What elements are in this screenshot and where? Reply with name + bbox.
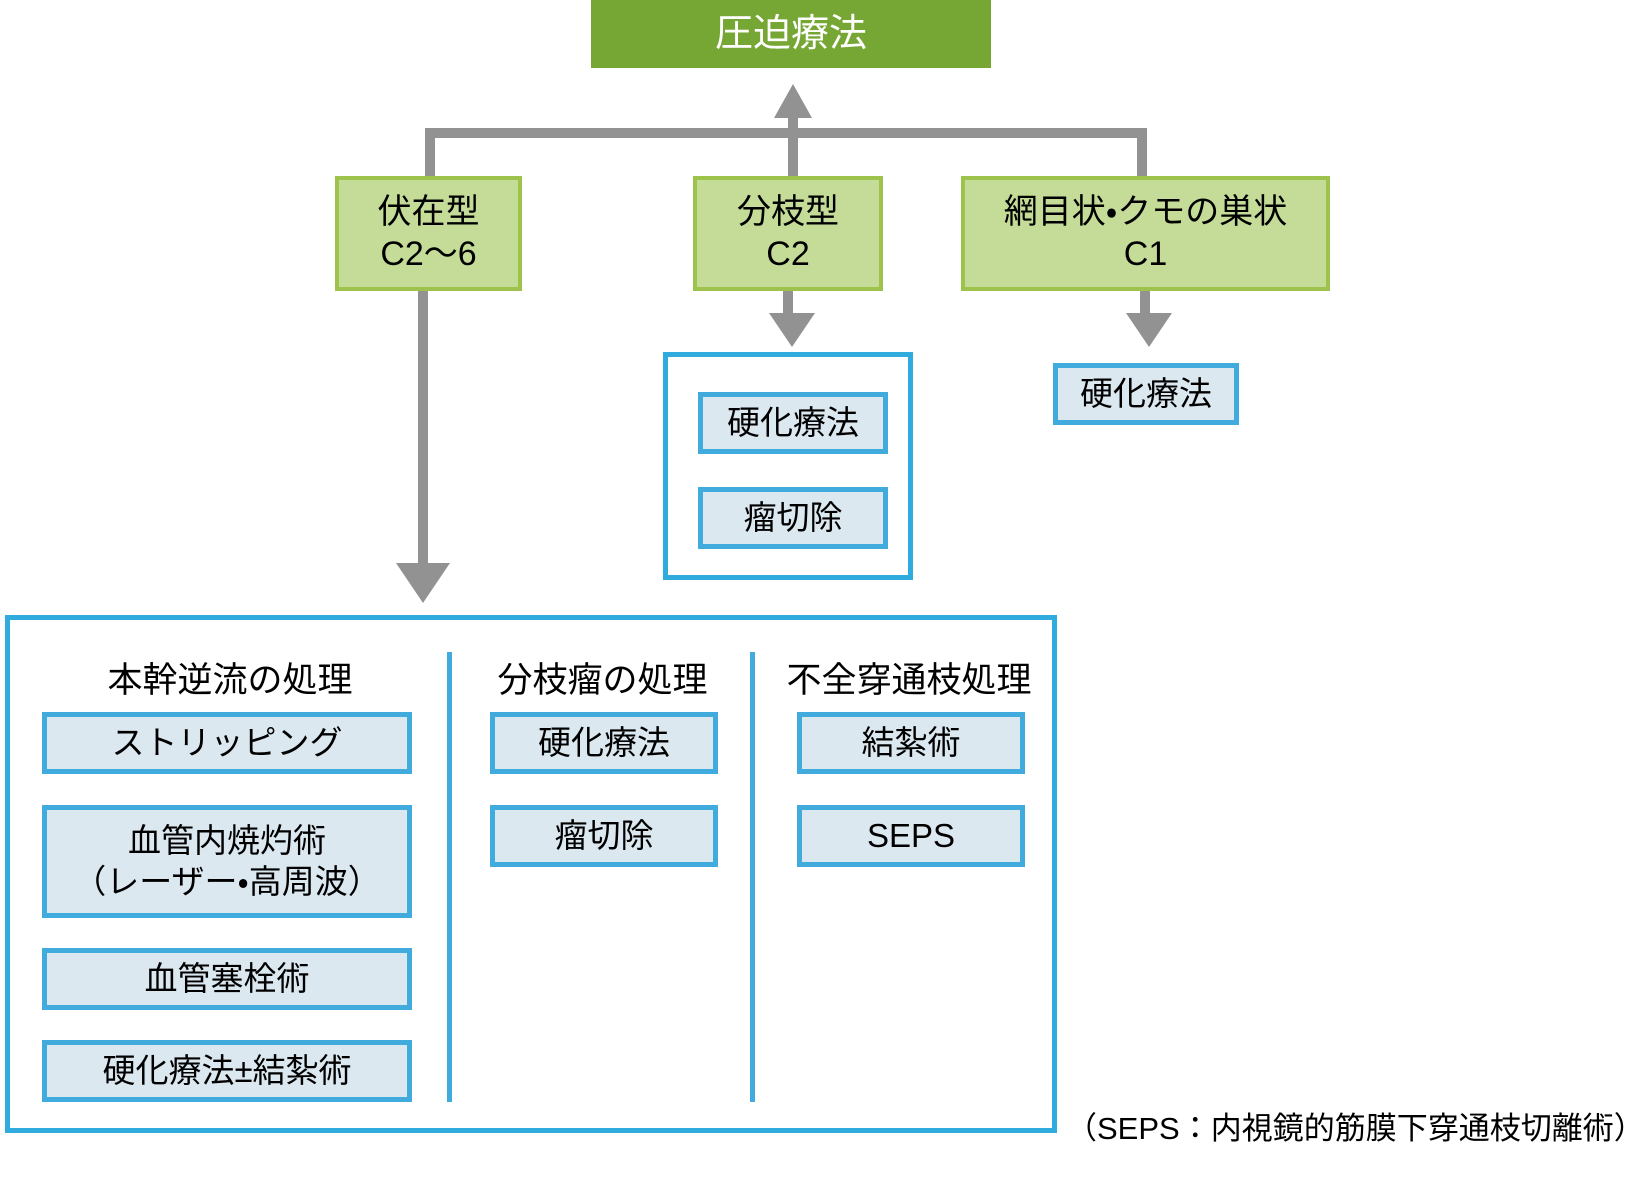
arrow-down-to-reticular-group-icon	[1126, 313, 1172, 347]
connector-reticular-down	[1140, 291, 1150, 317]
connector-vertical-left	[425, 128, 435, 180]
arrow-up-to-compression-icon	[774, 84, 812, 118]
node-sclerotherapy-plus-ligation[interactable]: 硬化療法±結紮術	[42, 1040, 412, 1102]
connector-horizontal-bus	[425, 128, 1147, 138]
connector-branch-down	[783, 291, 793, 317]
node-compression-therapy[interactable]: 圧迫療法	[591, 0, 991, 68]
column-heading-main-trunk-reflux: 本幹逆流の処理	[107, 661, 353, 700]
arrow-down-to-saphenous-panel-icon	[396, 563, 450, 603]
connector-vertical-right	[1137, 128, 1147, 180]
node-endovenous-ablation[interactable]: 血管内焼灼術 （レーザー・高周波）	[42, 805, 412, 918]
column-heading-incompetent-perforator: 不全穿通枝処理	[786, 661, 1032, 700]
column-divider-1	[447, 652, 452, 1102]
node-category-branch[interactable]: 分枝型 C2	[693, 176, 883, 291]
connector-saphenous-down	[418, 291, 428, 563]
node-ligation[interactable]: 結紮術	[797, 712, 1025, 774]
node-branch-aneurysm-resection[interactable]: 瘤切除	[698, 487, 888, 549]
connector-vertical-center	[788, 116, 798, 178]
panel-branch-treatments: 硬化療法 瘤切除	[663, 352, 913, 580]
node-vascular-embolization[interactable]: 血管塞栓術	[42, 948, 412, 1010]
panel-saphenous-treatments: 本幹逆流の処理 ストリッピング 血管内焼灼術 （レーザー・高周波） 血管塞栓術 …	[5, 615, 1057, 1133]
node-seps[interactable]: SEPS	[797, 805, 1025, 867]
node-category-saphenous[interactable]: 伏在型 C2〜6	[335, 176, 522, 291]
node-branch-panel-aneurysm-resection[interactable]: 瘤切除	[490, 805, 718, 867]
node-category-reticular[interactable]: 網目状・クモの巣状 C1	[961, 176, 1330, 291]
column-heading-branch-aneurysm: 分枝瘤の処理	[497, 661, 708, 700]
arrow-down-to-branch-group-icon	[769, 313, 815, 347]
column-divider-2	[750, 652, 755, 1102]
footnote-seps-definition: （SEPS：内視鏡的筋膜下穿通枝切離術）	[1066, 1111, 1645, 1146]
node-reticular-sclerotherapy[interactable]: 硬化療法	[1053, 363, 1239, 425]
node-stripping[interactable]: ストリッピング	[42, 712, 412, 774]
node-branch-sclerotherapy[interactable]: 硬化療法	[698, 392, 888, 454]
node-branch-panel-sclerotherapy[interactable]: 硬化療法	[490, 712, 718, 774]
